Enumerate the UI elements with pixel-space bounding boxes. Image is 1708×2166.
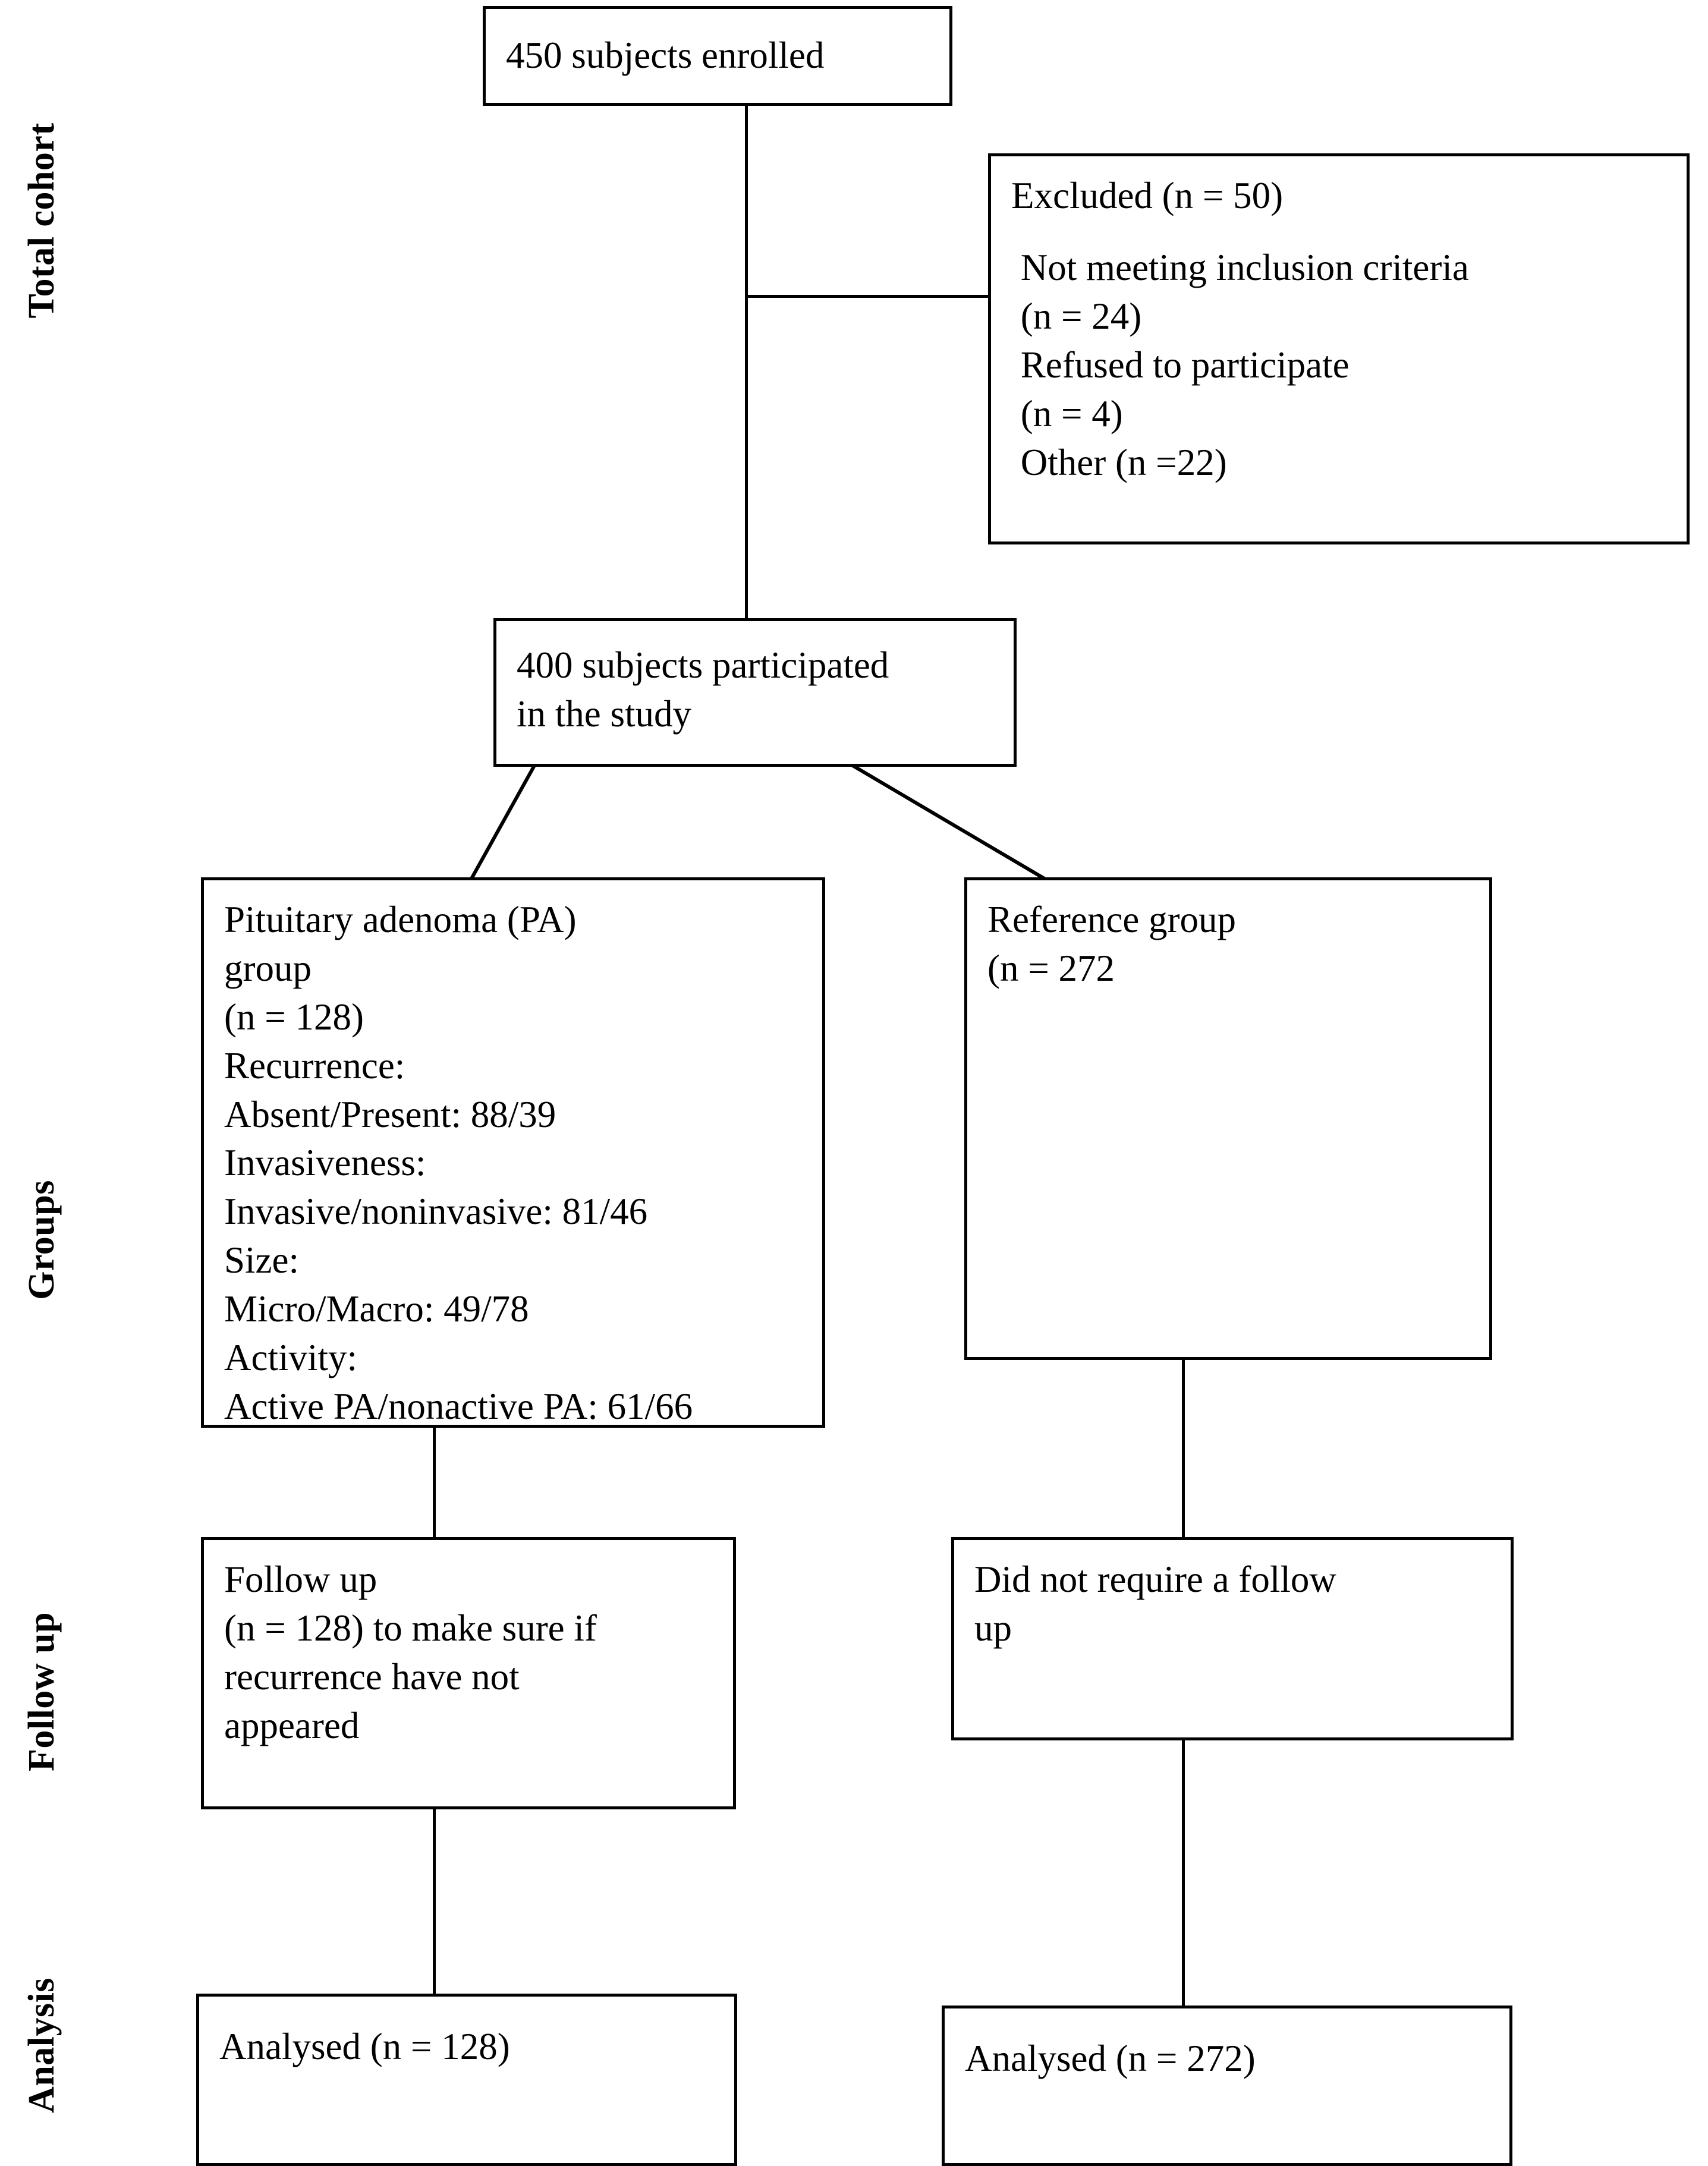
connector-pa-group-to-follow-up	[433, 1428, 436, 1538]
box-excluded-line-3: Not meeting inclusion criteria	[1011, 246, 1469, 288]
box-followup-pa-line-3: recurrence have not	[224, 1655, 520, 1698]
box-pituitary-adenoma-group: Pituitary adenoma (PA) group (n = 128) R…	[201, 877, 825, 1428]
box-enrolled: 450 subjects enrolled	[483, 6, 952, 106]
box-excluded-line-7: Other (n =22)	[1011, 441, 1227, 483]
box-follow-up-reference: Did not require a follow up	[951, 1537, 1514, 1740]
box-excluded-line-5: Refused to participate	[1011, 344, 1350, 386]
connector-follow-up-to-analysed-reference	[1182, 1740, 1185, 2007]
box-reference-line-2: (n = 272	[987, 947, 1115, 989]
box-followup-ref-line-1: Did not require a follow	[974, 1559, 1336, 1600]
box-followup-ref-line-2: up	[974, 1607, 1012, 1649]
box-excluded-line-1: Excluded (n = 50)	[1011, 175, 1284, 216]
connector-enrolled-to-participated	[745, 106, 748, 767]
box-followup-pa-line-4: appeared	[224, 1704, 360, 1746]
box-pa-line-10: Activity:	[224, 1337, 357, 1379]
box-pa-line-8: Size:	[224, 1239, 299, 1282]
box-excluded: Excluded (n = 50) Not meeting inclusion …	[988, 153, 1690, 544]
box-pa-line-1: Pituitary adenoma (PA)	[224, 899, 577, 940]
box-followup-pa-line-1: Follow up	[224, 1559, 378, 1600]
box-follow-up-pa: Follow up (n = 128) to make sure if recu…	[201, 1537, 736, 1809]
box-analysed-pa: Analysed (n = 128)	[196, 1994, 737, 2166]
box-reference-line-1: Reference group	[987, 899, 1237, 940]
box-analysed-reference: Analysed (n = 272)	[942, 2006, 1512, 2166]
connector-participated-to-reference-group	[850, 763, 1048, 881]
box-pa-line-2: group	[224, 947, 312, 989]
stage-label-analysis: Analysis	[21, 1978, 62, 2113]
box-pa-line-6: Invasiveness:	[224, 1142, 426, 1184]
box-pa-line-7: Invasive/noninvasive: 81/46	[224, 1191, 648, 1233]
box-pa-line-5: Absent/Present: 88/39	[224, 1093, 556, 1135]
box-pa-line-4: Recurrence:	[224, 1044, 405, 1087]
box-enrolled-line-1: 450 subjects enrolled	[506, 34, 825, 77]
connector-participated-to-pa-group	[469, 763, 537, 881]
connector-to-excluded	[745, 295, 990, 298]
box-pa-line-11: Active PA/nonactive PA: 61/66	[224, 1385, 693, 1427]
stage-label-follow-up: Follow up	[21, 1611, 62, 1772]
box-pa-line-3: (n = 128)	[224, 996, 364, 1038]
box-analysed-pa-line-1: Analysed (n = 128)	[219, 2026, 510, 2067]
box-participated: 400 subjects participated in the study	[493, 618, 1017, 767]
connector-reference-group-to-follow-up	[1182, 1360, 1185, 1538]
box-followup-pa-line-2: (n = 128) to make sure if	[224, 1607, 597, 1649]
box-analysed-ref-line-1: Analysed (n = 272)	[965, 2038, 1256, 2079]
box-participated-line-1: 400 subjects participated	[517, 644, 889, 686]
connector-follow-up-to-analysed-pa	[433, 1809, 436, 1995]
box-reference-group: Reference group (n = 272	[964, 877, 1492, 1360]
stage-label-groups: Groups	[21, 1180, 62, 1300]
box-excluded-line-4: (n = 24)	[1011, 295, 1142, 337]
box-participated-line-2: in the study	[517, 692, 691, 735]
stage-label-total-cohort: Total cohort	[21, 122, 62, 319]
box-pa-line-9: Micro/Macro: 49/78	[224, 1288, 529, 1330]
box-excluded-spacer	[1011, 221, 1669, 244]
box-excluded-line-6: (n = 4)	[1011, 392, 1123, 435]
